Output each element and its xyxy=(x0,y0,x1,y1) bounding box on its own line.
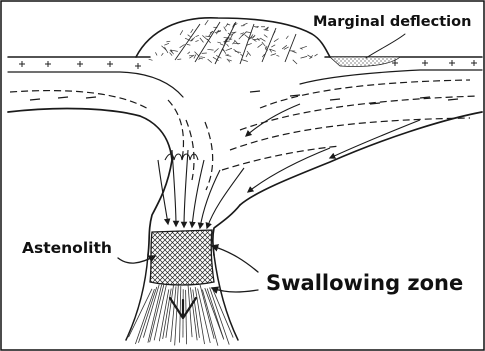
label-swallowing-zone: Swallowing zone xyxy=(266,271,463,295)
label-marginal-deflection: Marginal deflection xyxy=(313,14,471,30)
swallowing-zone-pointer-lower xyxy=(212,288,258,292)
lithosphere-boundary xyxy=(8,109,482,205)
converging-flow-arrows xyxy=(158,104,420,228)
mantle-flow-lines xyxy=(10,80,478,190)
marginal-deflection-pointer xyxy=(366,34,405,58)
label-astenolith: Astenolith xyxy=(22,239,112,257)
crust-layer xyxy=(8,57,482,97)
astenolith-body xyxy=(150,230,214,285)
marginal-deflection-area xyxy=(330,57,400,67)
astenolith-pointer xyxy=(118,256,155,263)
swallowing-zone-pointer-upper xyxy=(212,246,258,272)
mountain-uplift xyxy=(136,18,330,64)
